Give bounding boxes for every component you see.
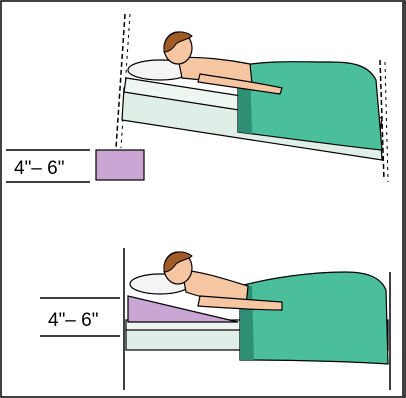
blanket-bottom <box>239 271 389 365</box>
height-label-bottom: 4"– 6" <box>48 310 98 331</box>
hair <box>163 31 193 53</box>
height-label-top: 4"– 6" <box>14 158 64 179</box>
top-panel: 4"– 6" <box>6 13 389 183</box>
bottom-panel: 4"– 6" <box>40 248 391 390</box>
blanket <box>237 61 383 151</box>
elevation-block-top <box>95 149 145 181</box>
head-dashed-guide <box>115 13 126 149</box>
head-dashed-guide-2 <box>120 13 131 149</box>
torso-bottom <box>181 269 249 307</box>
arm-bottom <box>197 295 283 311</box>
hair-bottom <box>163 251 193 273</box>
arm <box>197 73 283 95</box>
foam-wedge <box>127 295 239 323</box>
foot-dashed-guide-2 <box>384 61 389 183</box>
